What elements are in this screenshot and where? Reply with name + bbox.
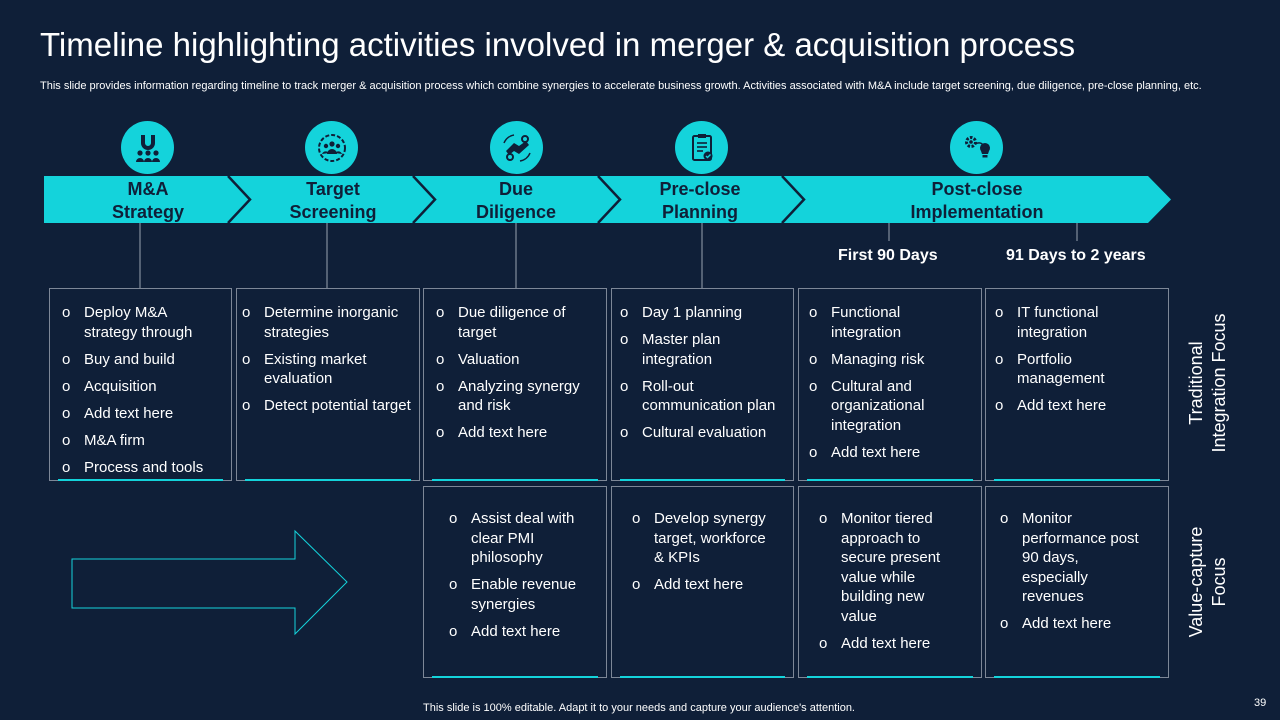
value-box-first-90-days: Monitor tiered approach to secure presen…	[798, 486, 982, 678]
list-item: Roll-out communication plan	[620, 377, 785, 416]
list-item: Detect potential target	[242, 396, 411, 416]
gear-lightbulb-icon	[950, 121, 1003, 174]
list-item: M&A firm	[62, 431, 223, 451]
page-subtitle: This slide provides information regardin…	[40, 80, 1202, 92]
traditional-box-pre-close: Day 1 planning Master plan integration R…	[611, 288, 794, 481]
traditional-box-due-diligence: Due diligence of target Valuation Analyz…	[423, 288, 607, 481]
page-number: 39	[1254, 697, 1267, 709]
list-item: Managing risk	[809, 350, 973, 370]
list-item: Add text here	[62, 404, 223, 424]
list-item: Develop synergy target, workforce & KPIs	[632, 509, 779, 568]
list-item: Master plan integration	[620, 330, 785, 369]
traditional-box-first-90-days: Functional integration Managing risk Cul…	[798, 288, 982, 481]
list-item: Valuation	[436, 350, 598, 370]
list-item: Add text here	[819, 634, 957, 654]
magnet-people-icon	[121, 121, 174, 174]
list-item: Monitor performance post 90 days, especi…	[1000, 509, 1144, 607]
list-item: Day 1 planning	[620, 303, 785, 323]
list-item: Add text here	[436, 423, 598, 443]
period-first-90-days: First 90 Days	[838, 247, 938, 264]
list-item: Buy and build	[62, 350, 223, 370]
list-item: Portfolio management	[995, 350, 1160, 389]
list-item: Cultural evaluation	[620, 423, 785, 443]
clipboard-check-icon	[675, 121, 728, 174]
page-title: Timeline highlighting activities involve…	[40, 26, 1076, 63]
value-box-pre-close: Develop synergy target, workforce & KPIs…	[611, 486, 794, 678]
list-item: Process and tools	[62, 458, 223, 478]
list-item: Add text here	[809, 443, 973, 463]
list-item: Deploy M&A strategy through	[62, 303, 223, 342]
footer-note: This slide is 100% editable. Adapt it to…	[423, 702, 855, 714]
list-item: Add text here	[1000, 614, 1144, 634]
list-item: Add text here	[449, 622, 586, 642]
list-item: Due diligence of target	[436, 303, 598, 342]
value-box-91-days: Monitor performance post 90 days, especi…	[985, 486, 1169, 678]
traditional-box-91-days: IT functional integration Portfolio mana…	[985, 288, 1169, 481]
list-item: Cultural and organizational integration	[809, 377, 973, 436]
list-item: Enable revenue synergies	[449, 575, 586, 614]
list-item: Add text here	[632, 575, 779, 595]
value-box-due-diligence: Assist deal with clear PMI philosophy En…	[423, 486, 607, 678]
traditional-box-ma-strategy: Deploy M&A strategy through Buy and buil…	[49, 288, 232, 481]
list-item: Functional integration	[809, 303, 973, 342]
list-item: Acquisition	[62, 377, 223, 397]
list-item: Monitor tiered approach to secure presen…	[819, 509, 957, 626]
list-item: Analyzing synergy and risk	[436, 377, 598, 416]
list-item: Determine inorganic strategies	[242, 303, 411, 342]
list-item: IT functional integration	[995, 303, 1160, 342]
target-people-icon	[305, 121, 358, 174]
right-arrow-shape	[71, 529, 348, 636]
traditional-box-target-screening: Determine inorganic strategies Existing …	[236, 288, 420, 481]
list-item: Assist deal with clear PMI philosophy	[449, 509, 586, 568]
list-item: Existing market evaluation	[242, 350, 411, 389]
period-91-days-to-2-years: 91 Days to 2 years	[1006, 247, 1146, 264]
handshake-gears-icon	[490, 121, 543, 174]
list-item: Add text here	[995, 396, 1160, 416]
